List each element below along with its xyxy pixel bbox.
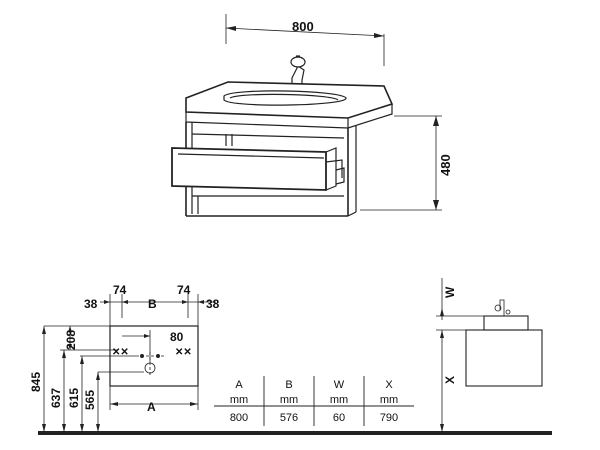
table-header-w: W [334, 379, 345, 391]
cross-marks-right: ✕✕ [175, 347, 192, 358]
cross-marks-left: ✕✕ [112, 347, 129, 358]
dim-vertical-615: 615 [67, 388, 81, 408]
width-dimension-label: 800 [292, 19, 314, 34]
table-value-w: 60 [333, 412, 345, 424]
dim-vertical-845: 845 [29, 372, 43, 392]
dim-vertical-637: 637 [49, 388, 63, 408]
table-header-row: A B W X [235, 379, 393, 391]
dimension-table [214, 376, 414, 426]
dim-vertical-565: 565 [83, 390, 97, 410]
table-value-b: 576 [280, 412, 298, 424]
table-unit-row: mm mm mm mm [230, 394, 398, 406]
side-dim-x: X [443, 376, 457, 384]
vanity-unit-illustration [171, 14, 442, 217]
table-header-x: X [385, 379, 393, 391]
side-dim-w: W [443, 286, 457, 298]
table-value-x: 790 [380, 412, 398, 424]
height-dimension-label: 480 [438, 154, 453, 176]
dim-left-inner-74: 74 [113, 283, 127, 297]
table-unit-w: mm [330, 394, 348, 406]
table-header-a: A [235, 379, 243, 391]
dim-right-outer-38: 38 [206, 297, 220, 311]
floor-line [38, 431, 552, 435]
table-unit-a: mm [230, 394, 248, 406]
dim-width-a: A [147, 400, 156, 414]
table-unit-x: mm [380, 394, 398, 406]
dim-center-b: B [148, 297, 157, 311]
dim-right-inner-74: 74 [177, 283, 191, 297]
table-value-row: 800 576 60 790 [230, 412, 398, 424]
dim-offset-80: 80 [170, 330, 184, 344]
table-value-a: 800 [230, 412, 248, 424]
dim-vertical-208: 208 [64, 330, 78, 350]
wall-mounting-diagram [42, 294, 216, 432]
table-header-b: B [285, 379, 292, 391]
side-view-diagram [436, 278, 543, 432]
dim-left-outer-38: 38 [84, 297, 98, 311]
table-unit-b: mm [280, 394, 298, 406]
